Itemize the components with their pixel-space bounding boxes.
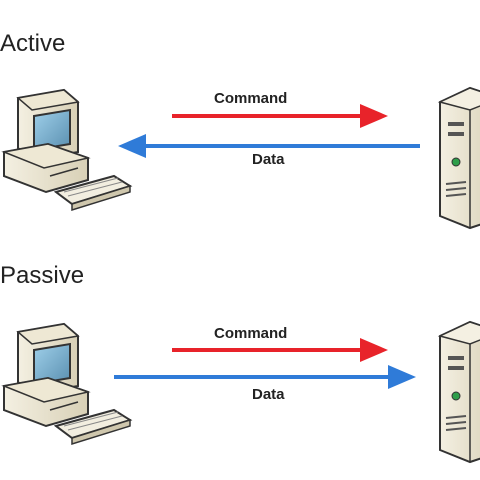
server-icon	[439, 87, 480, 229]
data-label-passive: Data	[252, 386, 285, 403]
computer-icon	[3, 323, 131, 445]
computer-icon	[3, 89, 131, 211]
data-arrow-active	[118, 134, 420, 158]
server-icon	[439, 321, 480, 463]
command-arrow-passive	[172, 338, 388, 362]
command-arrow-active	[172, 104, 388, 128]
command-label-passive: Command	[214, 325, 288, 342]
data-arrow-passive	[114, 365, 416, 389]
section-title-passive: Passive	[0, 262, 85, 289]
command-label-active: Command	[214, 90, 288, 107]
data-label-active: Data	[252, 151, 285, 168]
section-title-active: Active	[0, 30, 66, 57]
